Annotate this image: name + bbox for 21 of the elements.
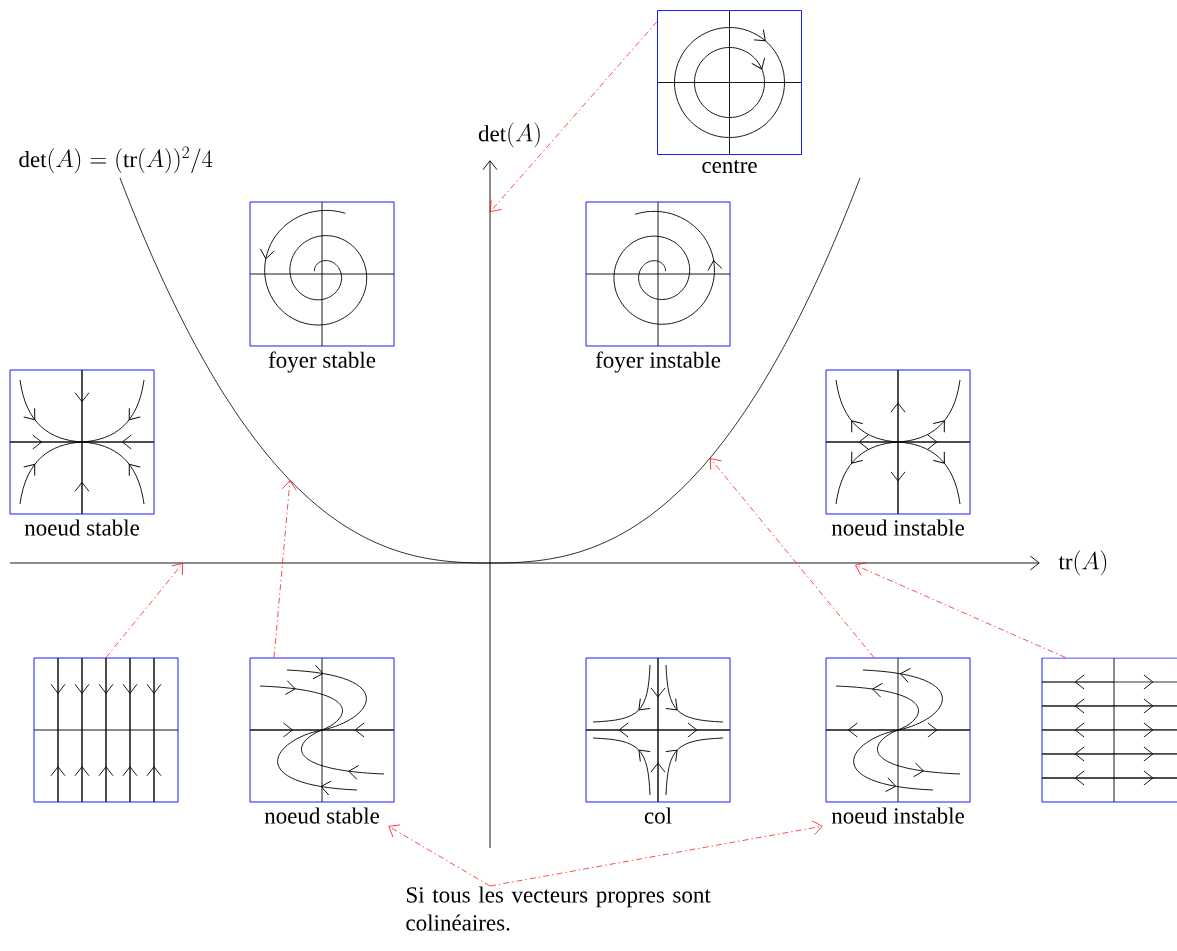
portrait-caption: centre <box>702 159 757 174</box>
portrait-caption: foyer instable <box>595 351 721 373</box>
portrait-caption: noeud stable <box>264 807 379 824</box>
portrait-caption: noeud instable <box>831 807 964 824</box>
leader-arrow <box>273 480 297 658</box>
portrait-caption: foyer stable <box>268 351 376 373</box>
portrait-caption: noeud stable <box>24 519 139 536</box>
leader-arrow <box>710 458 875 658</box>
formula-label: $\det(A) = (\mathrm{tr}(A))^2/4$ <box>19 146 213 174</box>
phase-portrait-drawing <box>1041 657 1177 803</box>
leader-arrow <box>855 562 1066 658</box>
portrait-caption: noeud instable <box>831 519 964 536</box>
phase-portrait-drawing <box>33 657 179 803</box>
note-text: Si tous les vecteurs propres sont colinéaires. <box>406 886 711 931</box>
leader-arrow <box>490 21 658 212</box>
leader-arrow <box>105 563 183 658</box>
portrait-caption: col <box>644 807 672 824</box>
leader-arrow <box>489 820 823 887</box>
formula-label: $\mathrm{tr}(A)$ <box>1058 550 1107 576</box>
formula-label: $\det(A)$ <box>478 122 540 148</box>
leader-arrow <box>388 824 491 887</box>
